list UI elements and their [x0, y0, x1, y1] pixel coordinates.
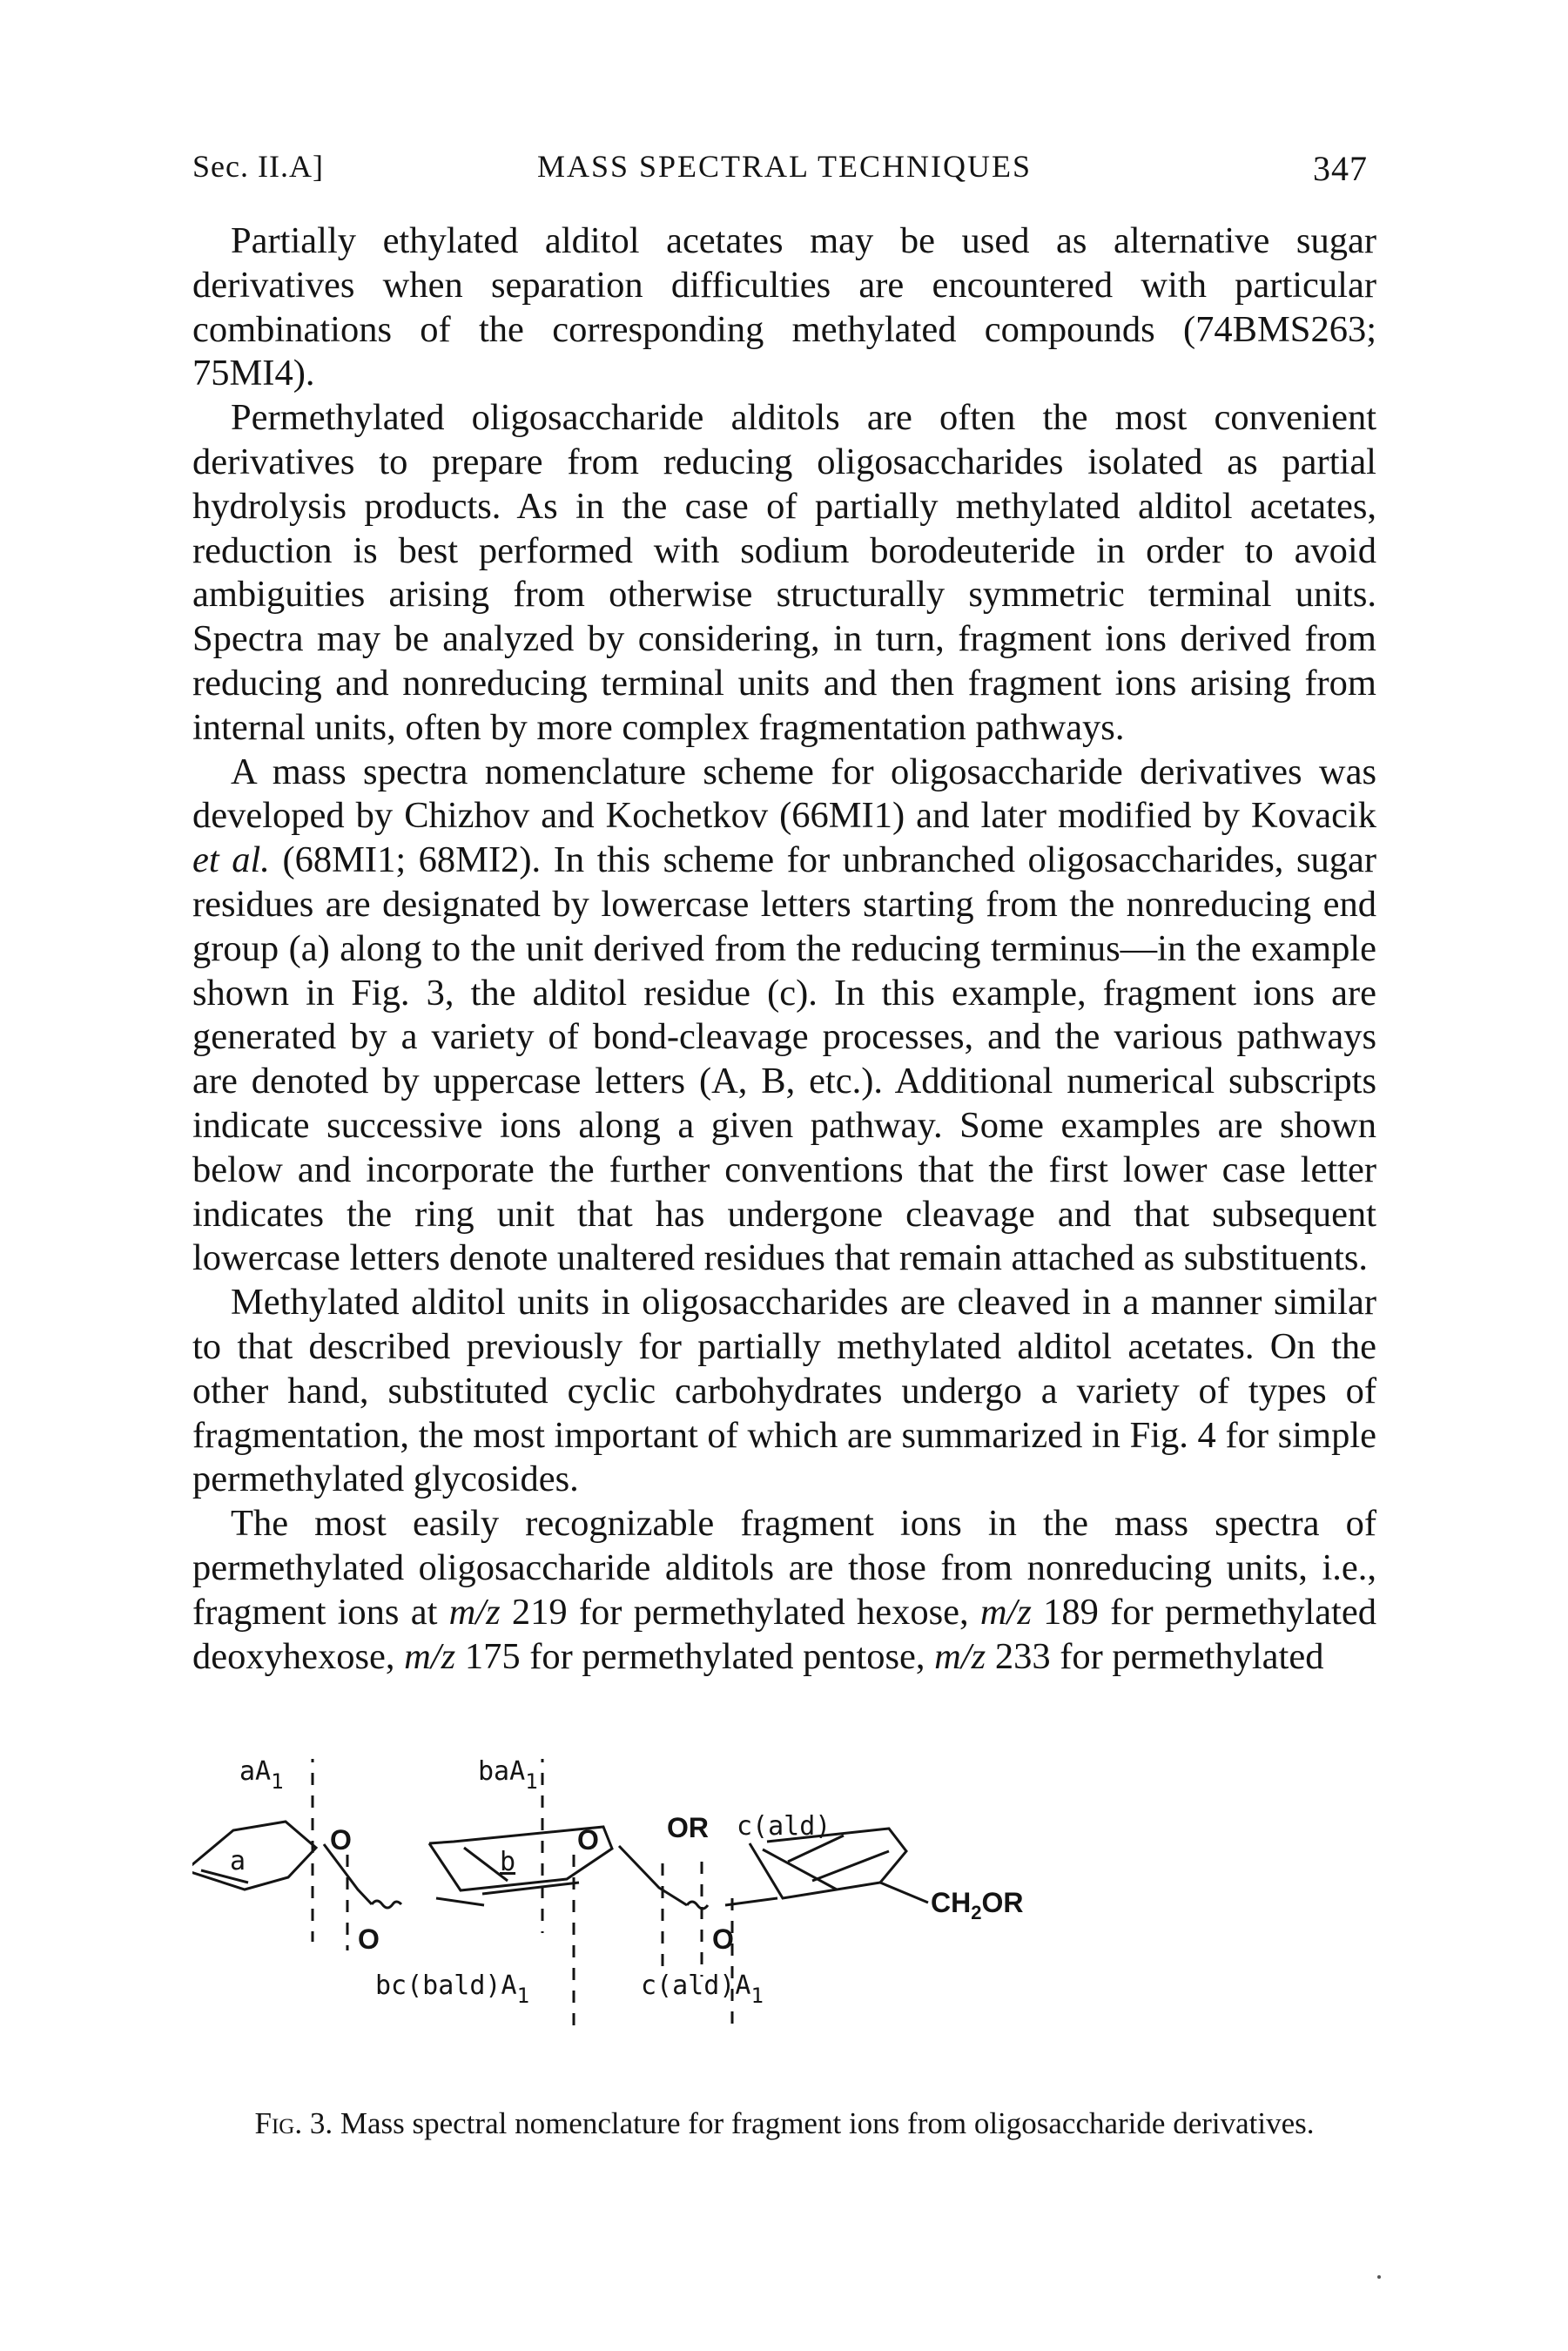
or-substituent: OR — [667, 1812, 709, 1843]
running-head: Sec. II.A] MASS SPECTRAL TECHNIQUES 347 — [192, 148, 1376, 192]
page-number: 347 — [1313, 149, 1368, 188]
ring-oxygen-a: O — [330, 1824, 352, 1856]
body-text: Partially ethylated alditol acetates may… — [192, 219, 1376, 1679]
ch2or-substituent: CH2OR — [931, 1887, 1023, 1923]
italic-term: m/z — [934, 1635, 986, 1677]
label-c-ald-A1: c(ald)A1 — [641, 1970, 764, 2008]
page-speck — [1377, 2275, 1381, 2279]
label-aA1: aA1 — [239, 1759, 284, 1794]
caption-text: Mass spectral nomenclature for fragment … — [340, 2106, 1315, 2140]
italic-term: m/z — [979, 1591, 1032, 1633]
body-paragraph: Methylated alditol units in oligosacchar… — [192, 1281, 1376, 1502]
glycosidic-oxygen-2: O — [712, 1923, 734, 1955]
running-title: MASS SPECTRAL TECHNIQUES — [536, 149, 1033, 184]
figure-3: aA1 baA1 bc(bald)A1 c(ald)A1 c(ald) a b … — [192, 1759, 1376, 2090]
glycosidic-oxygen-1: O — [358, 1923, 380, 1955]
text-run: The most easily recognizable fragment io… — [192, 1503, 1376, 1633]
text-run: 219 for permethylated hexose, — [500, 1591, 980, 1633]
ring-bonds — [192, 1820, 929, 1910]
nomenclature-diagram: aA1 baA1 bc(bald)A1 c(ald)A1 c(ald) a b … — [192, 1759, 1023, 2029]
ring-oxygen-b: O — [577, 1824, 599, 1856]
figure-caption: Fig. 3. Mass spectral nomenclature for f… — [192, 2106, 1376, 2141]
label-c-ald: c(ald) — [737, 1811, 831, 1842]
label-baA1: baA1 — [478, 1759, 538, 1794]
text-run: 189 for permethylated deoxyhexose, — [192, 1591, 1376, 1677]
ring-label-a: a — [230, 1846, 246, 1876]
text-run: 233 for permethylated — [986, 1635, 1324, 1677]
text-run: Partially ethylated alditol acetates may… — [192, 220, 1376, 394]
text-run: Methylated alditol units in oligosacchar… — [192, 1282, 1376, 1500]
body-paragraph: The most easily recognizable fragment io… — [192, 1502, 1376, 1679]
italic-term: m/z — [404, 1635, 456, 1677]
body-paragraph: A mass spectra nomenclature scheme for o… — [192, 751, 1376, 1282]
text-run: A mass spectra nomenclature scheme for o… — [192, 751, 1376, 837]
ring-label-b: b — [500, 1847, 515, 1877]
italic-term: et al. — [192, 839, 270, 881]
body-paragraph: Permethylated oligosaccharide alditols a… — [192, 396, 1376, 750]
text-run: (68MI1; 68MI2). In this scheme for unbra… — [192, 839, 1376, 1279]
section-label: Sec. II.A] — [192, 149, 324, 184]
text-run: 175 for permethylated pentose, — [455, 1635, 935, 1677]
caption-label: Fig. 3. — [254, 2106, 333, 2140]
label-bc-bald-A1: bc(bald)A1 — [375, 1970, 529, 2008]
italic-term: m/z — [448, 1591, 501, 1633]
text-run: Permethylated oligosaccharide alditols a… — [192, 397, 1376, 748]
body-paragraph: Partially ethylated alditol acetates may… — [192, 219, 1376, 396]
cleavage-lines — [311, 1759, 734, 2029]
